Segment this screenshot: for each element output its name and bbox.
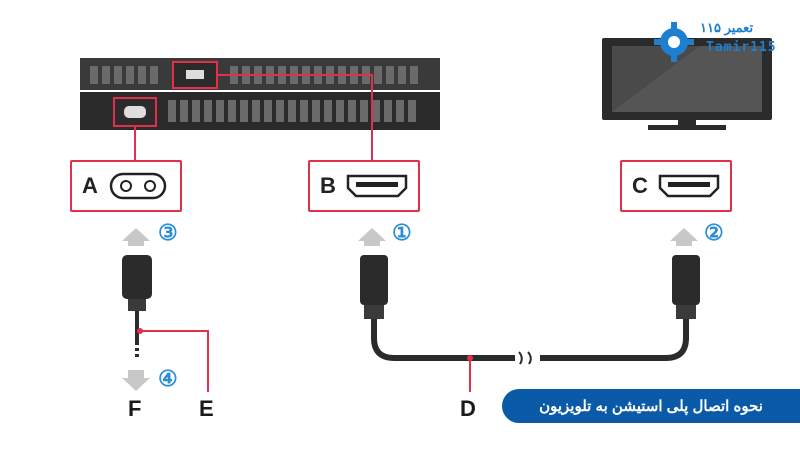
label-leaders (140, 330, 471, 392)
step-4: ④ (158, 366, 178, 391)
hdmi-port-icon (658, 174, 720, 198)
step-1: ① (392, 220, 412, 245)
label-b: B (320, 173, 336, 198)
title-banner: نحوه اتصال پلی استیشن به تلویزیون (502, 389, 800, 423)
connect-arrows (122, 228, 698, 391)
step-3: ③ (158, 220, 178, 245)
port-box-b: B (308, 160, 420, 212)
step-2: ② (704, 220, 724, 245)
logo-text-en: Tamir115 (706, 40, 777, 55)
hdmi-port-icon (346, 174, 408, 198)
gear-icon (654, 22, 694, 62)
power-plug (122, 255, 152, 360)
tv-screen (602, 38, 772, 130)
label-e: E (199, 396, 214, 421)
label-f: F (128, 396, 142, 421)
callout-lines (134, 74, 373, 160)
logo-text-fa: تعمیر ۱۱۵ (700, 20, 754, 35)
ps4-console (80, 58, 440, 130)
label-d: D (460, 396, 476, 421)
port-box-c: C (620, 160, 732, 212)
power-socket-icon (109, 172, 167, 200)
hdmi-cable (360, 255, 700, 365)
label-c: C (632, 173, 648, 198)
label-a: A (82, 173, 98, 198)
banner-title: نحوه اتصال پلی استیشن به تلویزیون (539, 398, 763, 415)
port-box-a: A (70, 160, 182, 212)
tamir115-logo (650, 18, 780, 66)
